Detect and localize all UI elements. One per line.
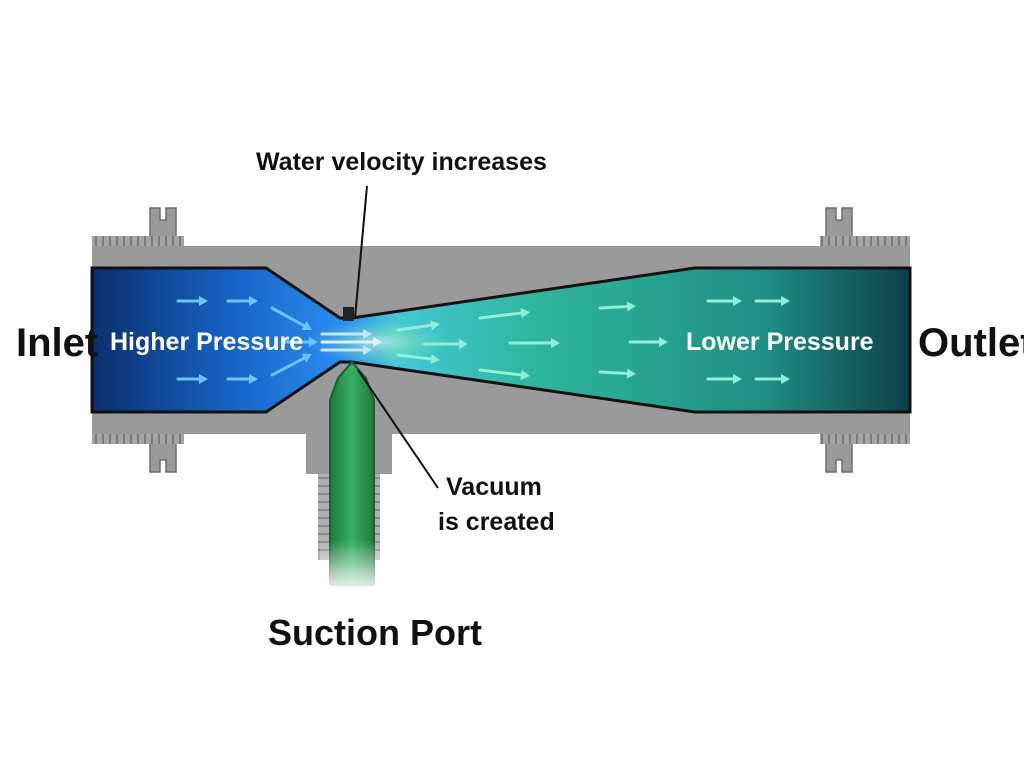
flow-arrow xyxy=(754,374,790,384)
flow-arrow xyxy=(754,296,790,306)
flow-arrow xyxy=(628,337,668,347)
flow-arrow xyxy=(706,296,742,306)
higher-pressure-label: Higher Pressure xyxy=(110,328,303,356)
flow-arrow xyxy=(176,374,208,384)
velocity-label: Water velocity increases xyxy=(256,148,547,176)
vacuum-leader-line xyxy=(357,369,439,489)
flow-arrow xyxy=(270,353,312,377)
suction-port-label: Suction Port xyxy=(268,612,482,653)
nozzle-tip xyxy=(343,307,354,321)
flow-arrow xyxy=(320,337,382,347)
vacuum-label-line1: Vacuum xyxy=(446,473,542,501)
flow-arrows-inlet xyxy=(176,296,382,384)
flow-arrow xyxy=(598,301,636,312)
suction-tube xyxy=(320,360,380,588)
outlet-label: Outlet xyxy=(918,321,1024,365)
flow-arrow xyxy=(478,368,530,380)
vacuum-label-line2: is created xyxy=(438,508,555,536)
flow-arrow xyxy=(422,339,468,349)
flow-arrow xyxy=(320,345,372,355)
flow-arrow xyxy=(478,308,530,320)
flow-arrow xyxy=(706,374,742,384)
flow-arrows-outlet xyxy=(396,296,790,384)
velocity-leader-line xyxy=(354,185,368,319)
fluid-channel xyxy=(90,266,912,414)
flow-arrow xyxy=(598,368,636,379)
flow-arrow xyxy=(396,353,440,364)
flow-arrow xyxy=(226,296,258,306)
flow-arrow xyxy=(508,338,560,348)
lower-pressure-label: Lower Pressure xyxy=(686,328,874,356)
flow-arrow xyxy=(320,329,372,339)
inlet-label: Inlet xyxy=(16,321,98,365)
flow-arrow xyxy=(281,337,318,347)
flow-arrow xyxy=(176,296,208,306)
flow-arrow xyxy=(226,374,258,384)
flow-arrow xyxy=(396,320,440,332)
flow-arrow xyxy=(270,306,312,331)
